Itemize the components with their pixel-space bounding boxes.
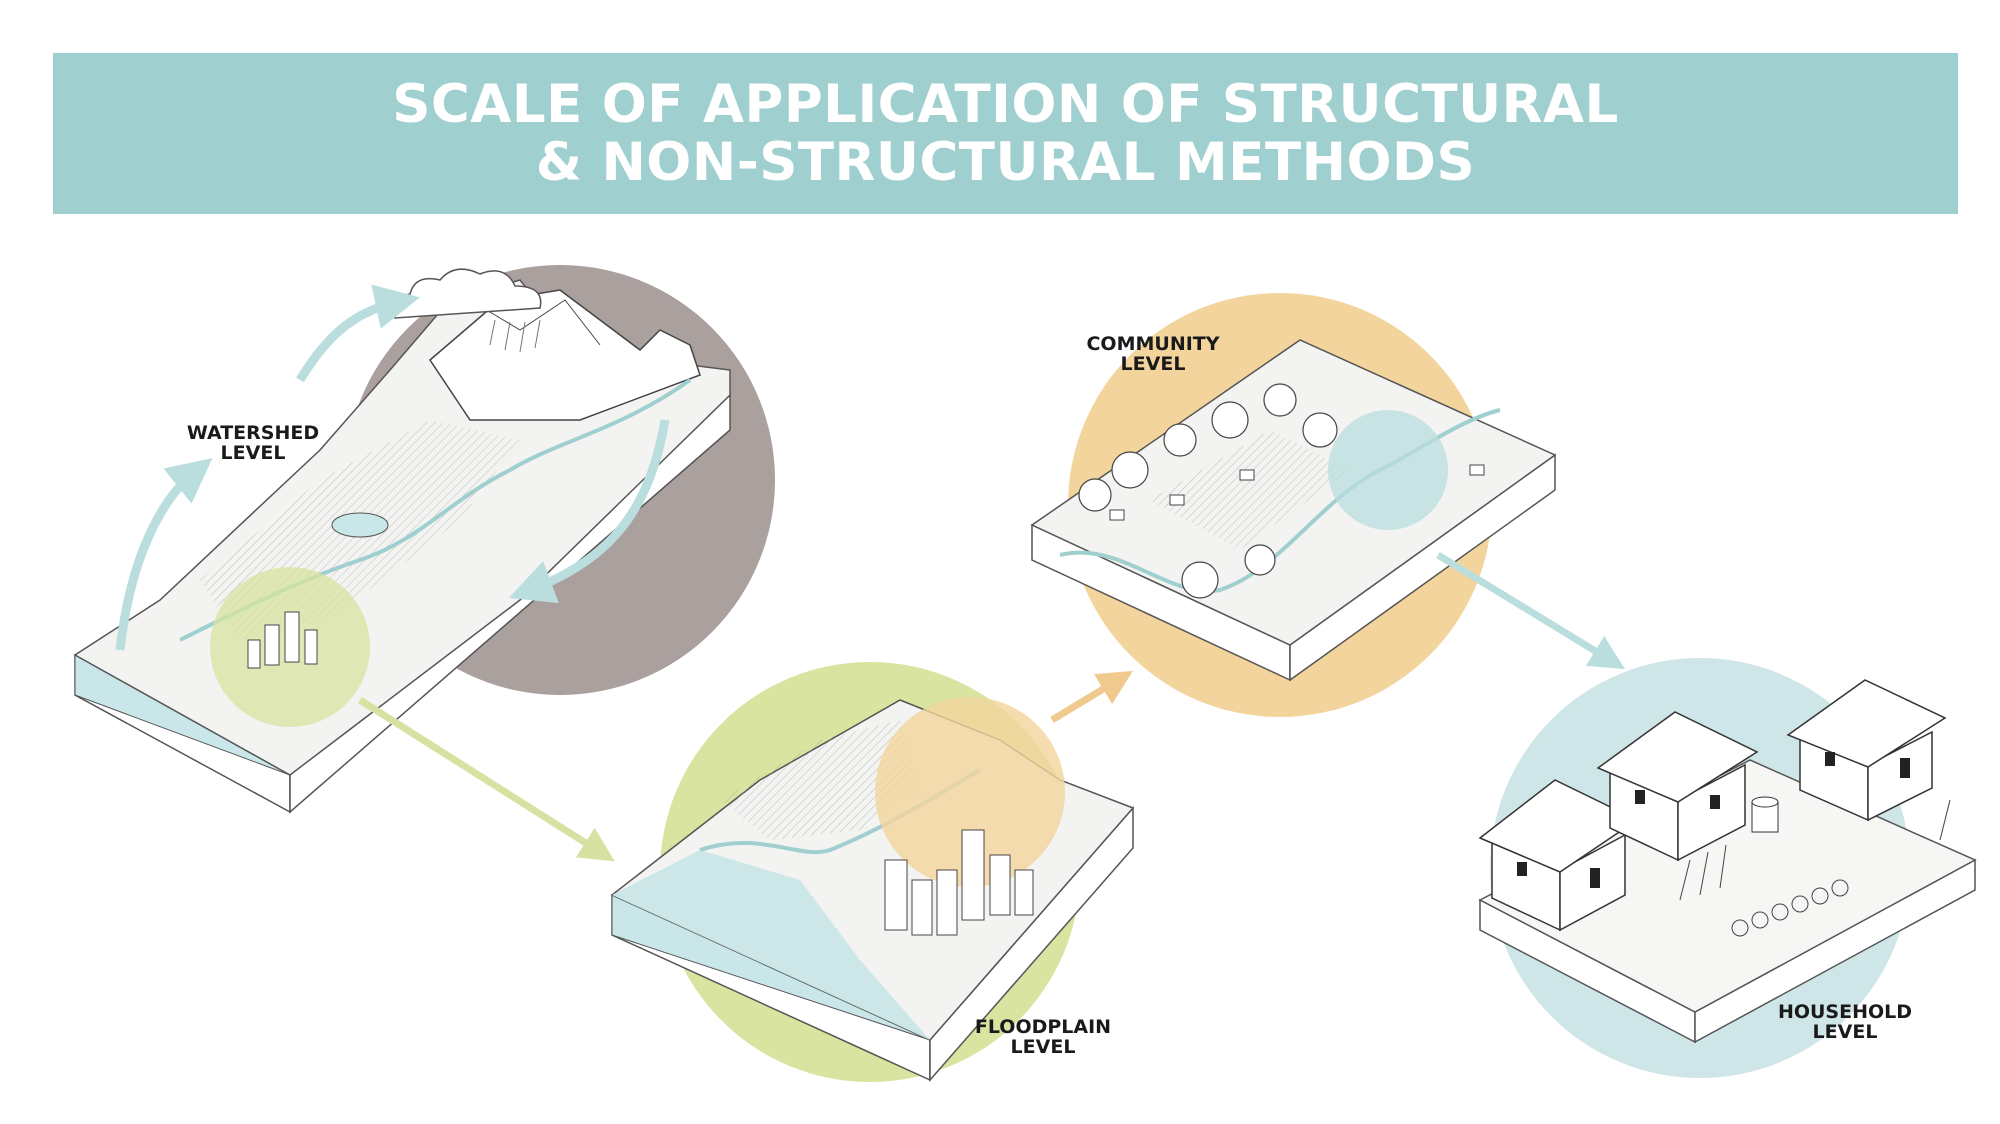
community-level-label: COMMUNITY LEVEL	[1086, 333, 1220, 375]
floodplain-city	[884, 829, 1034, 936]
watershed-city	[247, 611, 318, 669]
title-line-1: SCALE OF APPLICATION OF STRUCTURAL	[392, 73, 1619, 135]
floodplain-level-label: FLOODPLAIN LEVEL	[974, 1016, 1112, 1058]
household-scene	[1478, 658, 1977, 1078]
watershed-scene	[73, 265, 775, 814]
community-scene	[1030, 293, 1557, 717]
arrow-floodplain-to-community	[1050, 670, 1133, 723]
community-household-highlight	[1328, 410, 1448, 530]
arrow-community-to-household	[1436, 552, 1625, 670]
water-tank-icon	[1751, 796, 1779, 833]
lake	[331, 512, 389, 538]
household-level-label: HOUSEHOLD LEVEL	[1777, 1001, 1913, 1043]
floodplain-community-highlight	[875, 697, 1065, 887]
floodplain-forest	[720, 720, 920, 840]
house-1	[1478, 779, 1639, 932]
arrow-watershed-to-floodplain	[358, 697, 615, 862]
mountain-ridge	[469, 299, 601, 346]
cycle-arrow-top	[296, 284, 421, 383]
community-fields	[1150, 430, 1350, 550]
garden-plants	[1679, 799, 1951, 937]
house-2	[1596, 711, 1759, 862]
mountain-peak	[429, 289, 701, 421]
house-3	[1786, 679, 1947, 822]
floodplain-water	[612, 850, 930, 1040]
cycle-arrow-down	[508, 419, 670, 604]
watershed-level-label: WATERSHED LEVEL	[186, 422, 320, 464]
floodplain-scene	[610, 662, 1135, 1082]
title-banner: SCALE OF APPLICATION OF STRUCTURAL & NON…	[53, 53, 1958, 214]
title-line-2: & NON-STRUCTURAL METHODS	[535, 131, 1476, 193]
community-houses	[1109, 464, 1485, 521]
rain-lines	[489, 319, 541, 353]
community-trees	[1078, 383, 1338, 599]
cycle-arrow-up	[115, 457, 213, 651]
